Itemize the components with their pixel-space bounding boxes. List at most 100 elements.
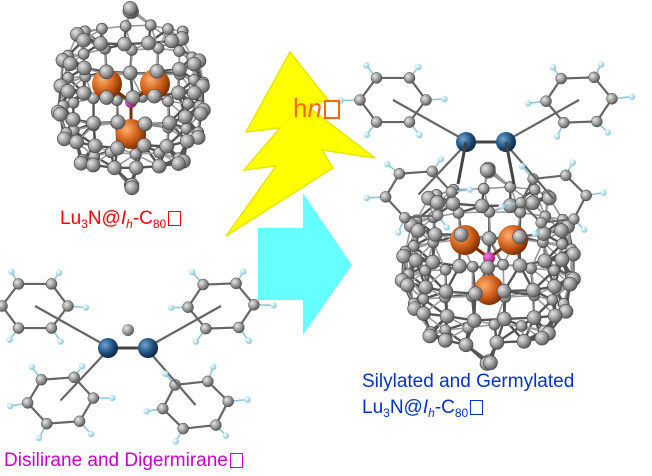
- carbon-atom: [420, 94, 432, 106]
- carbon-atom: [69, 134, 84, 150]
- bond: [145, 305, 222, 349]
- carbon-atom: [418, 279, 433, 295]
- carbon-atom: [354, 94, 366, 106]
- carbon-atom: [445, 186, 458, 198]
- bond: [417, 141, 469, 196]
- carbon-atom: [438, 284, 454, 299]
- lutetium-atom: [140, 69, 170, 99]
- label-sub: h: [428, 406, 435, 420]
- label-text: Lu: [60, 208, 82, 229]
- hydrogen-atom: [395, 229, 402, 236]
- hydrogen-atom: [189, 268, 196, 276]
- carbon-atom: [186, 85, 202, 101]
- carbon-atom: [534, 330, 550, 346]
- carbon-atom: [407, 240, 420, 252]
- hydrogen-atom: [78, 362, 86, 370]
- carbon-atom: [474, 198, 490, 214]
- carbon-atom: [426, 165, 438, 178]
- carbon-atom: [171, 156, 186, 171]
- carbon-atom: [147, 88, 162, 104]
- carbon-atom: [606, 93, 618, 105]
- hydrogen-atom: [6, 402, 14, 410]
- carbon-atom: [162, 115, 177, 131]
- hydrogen-atom: [416, 131, 423, 139]
- label-text: -C: [132, 208, 153, 229]
- hydrogen-atom: [244, 396, 251, 403]
- carbon-atom: [525, 282, 541, 298]
- carbon-atom: [547, 308, 563, 324]
- bond: [34, 305, 111, 349]
- missing-glyph-icon: [168, 211, 182, 226]
- hydrogen-atom: [270, 302, 277, 309]
- bond: [59, 347, 111, 402]
- carbon-atom: [527, 173, 539, 185]
- label-sub: 80: [152, 217, 167, 231]
- carbon-atom: [137, 116, 153, 132]
- carbon-atom: [425, 254, 441, 270]
- carbon-atom: [193, 106, 209, 122]
- label-text: N@: [389, 397, 423, 418]
- carbon-atom: [489, 335, 505, 350]
- hydrogen-atom: [363, 131, 370, 138]
- carbon-atom: [416, 306, 431, 321]
- carbon-atom: [125, 90, 141, 105]
- hv-h: h: [293, 93, 308, 123]
- bond: [456, 141, 468, 185]
- carbon-atom: [554, 252, 570, 267]
- hydrogen-atom: [8, 268, 15, 275]
- carbon-atom: [73, 415, 86, 428]
- carbon-atom: [536, 226, 551, 241]
- hydrogen-atom: [553, 133, 561, 140]
- carbon-atom: [222, 395, 234, 408]
- carbon-atom: [568, 213, 580, 225]
- carbon-atom: [182, 98, 194, 110]
- carbon-atom: [556, 238, 568, 250]
- hydrogen-atom: [28, 363, 36, 371]
- carbon-atom: [144, 19, 157, 32]
- carbon-atom: [458, 337, 474, 353]
- carbon-atom: [157, 402, 169, 415]
- carbon-atom: [136, 138, 152, 153]
- missing-glyph-icon: [323, 100, 340, 119]
- carbon-atom: [233, 321, 245, 334]
- bond: [503, 141, 555, 200]
- reagent-label: Disilirane and Digermirane: [4, 450, 243, 472]
- carbon-atom: [403, 72, 416, 84]
- carbon-atom: [117, 36, 132, 52]
- carbon-atom: [548, 264, 561, 277]
- hydrogen-atom: [172, 438, 179, 445]
- carbon-atom: [481, 231, 497, 246]
- bond: [392, 99, 469, 143]
- carbon-atom: [122, 324, 134, 336]
- hydrogen-atom: [549, 64, 557, 71]
- reaction-arrow-icon: [258, 193, 352, 335]
- carbon-atom: [177, 422, 189, 435]
- carbon-atom: [87, 392, 100, 404]
- carbon-atom: [173, 45, 185, 57]
- carbon-atom: [540, 95, 552, 107]
- carbon-atom: [554, 223, 569, 238]
- carbon-atom: [453, 227, 469, 242]
- missing-glyph-icon: [470, 400, 484, 415]
- product-label-line2: Lu3N@Ih-C80: [362, 397, 484, 420]
- hydrogen-atom: [167, 304, 175, 311]
- carbon-atom: [497, 311, 512, 327]
- carbon-atom: [110, 114, 126, 130]
- carbon-atom: [526, 310, 542, 326]
- carbon-atom: [535, 216, 547, 229]
- carbon-atom: [45, 278, 58, 290]
- hydrogen-atom: [628, 93, 636, 100]
- carbon-atom: [537, 253, 553, 269]
- hydrogen-atom: [597, 61, 605, 68]
- silicon-atom: [98, 338, 118, 358]
- carbon-atom: [60, 84, 76, 99]
- hydrogen-atom: [240, 268, 247, 275]
- carbon-atom: [452, 258, 467, 274]
- carbon-atom: [159, 139, 175, 154]
- carbon-atom: [560, 169, 572, 182]
- carbon-atom: [202, 375, 214, 388]
- label-sub: 3: [383, 406, 390, 420]
- carbon-atom: [41, 417, 53, 430]
- carbon-atom: [129, 148, 142, 160]
- carbon-atom: [477, 182, 490, 195]
